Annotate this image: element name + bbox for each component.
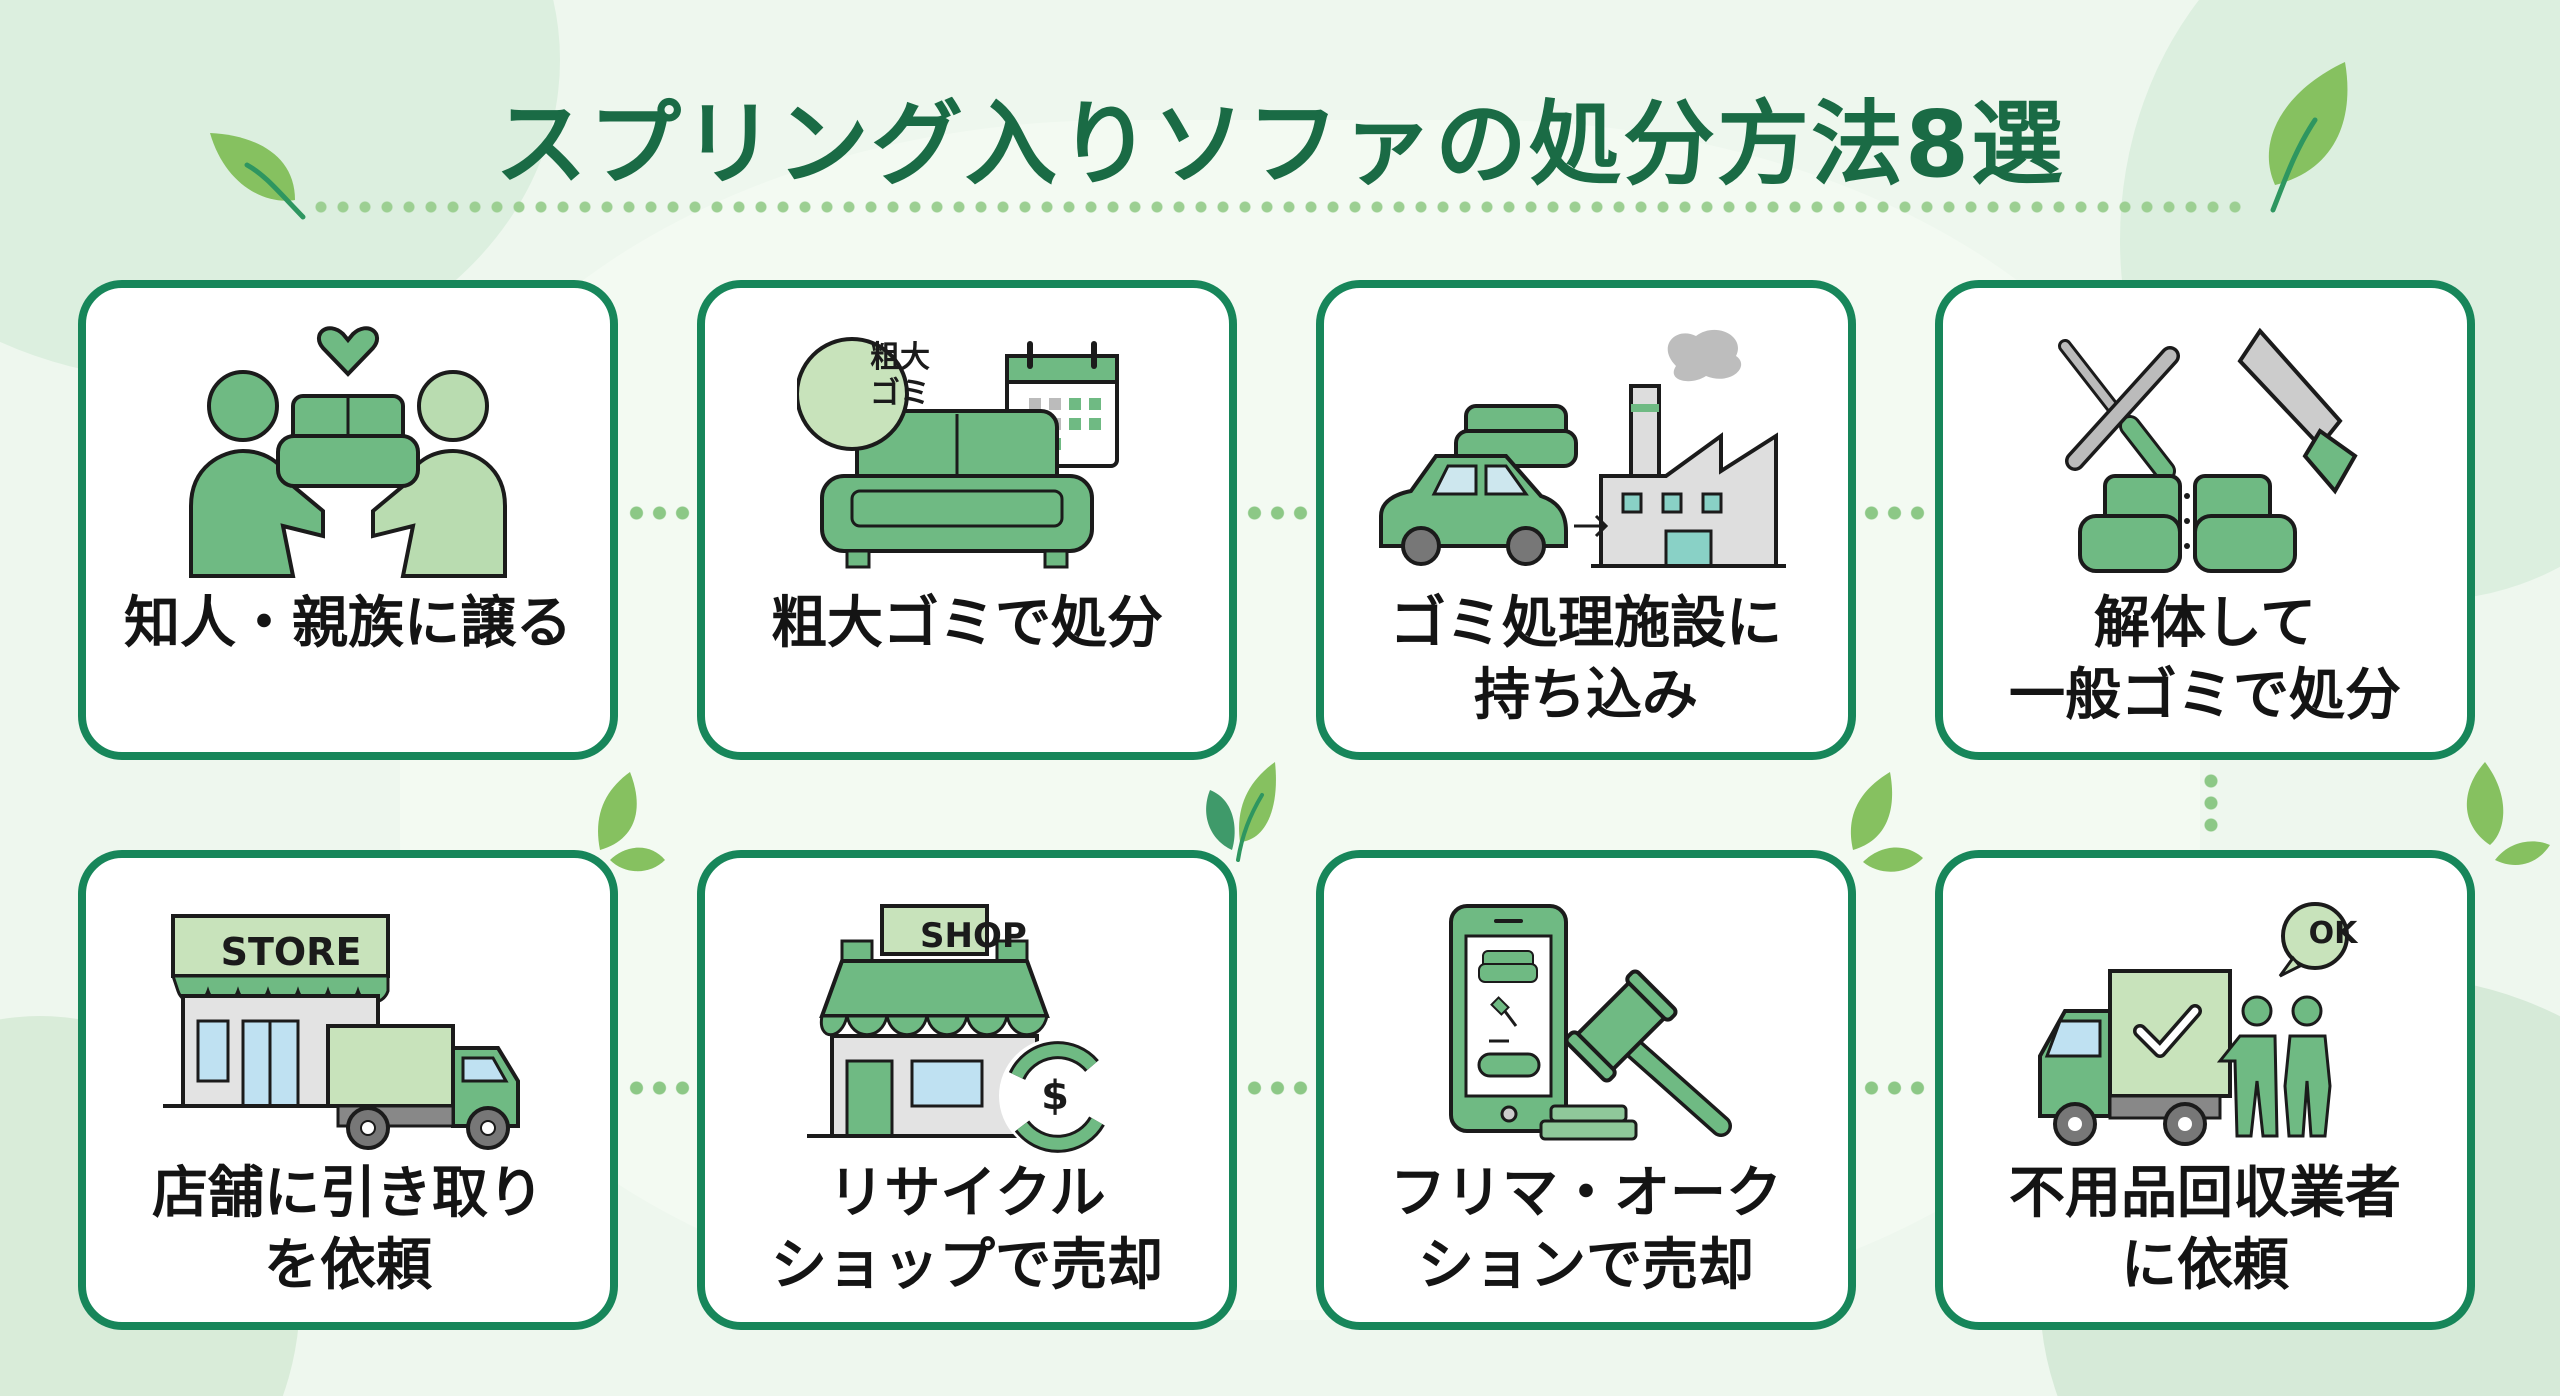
method-label-line: 解体して: [2093, 591, 2317, 656]
method-label: 知人・親族に譲る: [86, 588, 610, 660]
connector-dots: [1243, 1080, 1313, 1096]
leaf-icon: [210, 133, 306, 220]
method-card-give-to-acquaintances: 知人・親族に譲る: [78, 280, 618, 760]
method-label-line: ションで売却: [1418, 1233, 1754, 1298]
method-label-line: ショップで売却: [771, 1233, 1163, 1298]
leaf-icon: [2466, 762, 2550, 865]
people-handing-sofa-icon: [189, 326, 507, 578]
method-card-flea-auction: フリマ・オーク ションで売却: [1316, 850, 1856, 1330]
method-card-oversized-garbage: 粗大 ゴミ 粗大ゴミで処分: [697, 280, 1237, 760]
method-card-bring-to-facility: ゴミ処理施設に 持ち込み: [1316, 280, 1856, 760]
method-label: リサイクル ショップで売却: [705, 1158, 1229, 1302]
store-truck-icon: [163, 914, 520, 1150]
connector-dots: [2203, 770, 2219, 840]
connector-dots: [1860, 1080, 1930, 1096]
method-label: 店舗に引き取り を依頼: [86, 1158, 610, 1302]
method-label-line: に依頼: [2121, 1233, 2289, 1298]
method-label-line: フリマ・オーク: [1390, 1161, 1782, 1226]
oversized-garbage-badge: 粗大 ゴミ: [845, 340, 955, 412]
tools-disassembled-sofa-icon: [2058, 327, 2358, 573]
method-label: 粗大ゴミで処分: [705, 588, 1229, 660]
method-label-line: 知人・親族に譲る: [124, 591, 572, 656]
ok-speech-bubble: OK: [2308, 916, 2358, 951]
method-label: ゴミ処理施設に 持ち込み: [1324, 588, 1848, 732]
method-card-junk-removal: OK 不用品回収業者 に依頼: [1935, 850, 2475, 1330]
method-label: フリマ・オーク ションで売却: [1324, 1158, 1848, 1302]
method-card-store-pickup: STORE 店舗に引き取り を依頼: [78, 850, 618, 1330]
method-label-line: 持ち込み: [1474, 663, 1698, 728]
method-card-recycle-shop: SHOP $ リサイクル ショップで売却: [697, 850, 1237, 1330]
method-label-line: 一般ゴミで処分: [2009, 663, 2401, 728]
connector-dots: [625, 1080, 695, 1096]
connector-dots: [1860, 505, 1930, 521]
shop-money-cycle-icon: [807, 904, 1115, 1154]
sofa-with-calendar-icon: [797, 337, 1119, 569]
method-label-line: ゴミ処理施設に: [1390, 591, 1782, 656]
connector-dots: [1243, 505, 1313, 521]
method-label-line: 粗大ゴミで処分: [771, 591, 1163, 656]
page-title: スプリング入りソファの処分方法8選: [494, 91, 2065, 198]
shop-sign: SHOP: [920, 916, 1027, 956]
method-label-line: リサイクル: [828, 1161, 1106, 1226]
title-dotted-divider: [310, 200, 2250, 214]
leaf-icon: [1206, 762, 1276, 862]
method-label-line: 不用品回収業者: [2009, 1161, 2401, 1226]
leaf-icon: [598, 772, 665, 872]
truck-workers-icon: [2038, 902, 2349, 1146]
dollar-icon: $: [1041, 1073, 1069, 1119]
method-card-disassemble: 解体して 一般ゴミで処分: [1935, 280, 2475, 760]
badge-line: 粗大: [870, 340, 930, 375]
phone-auction-gavel-icon: [1449, 904, 1732, 1141]
connector-dots: [625, 505, 695, 521]
method-label: 解体して 一般ゴミで処分: [1943, 588, 2467, 732]
car-to-factory-icon: [1379, 329, 1786, 568]
method-label: 不用品回収業者 に依頼: [1943, 1158, 2467, 1302]
method-label-line: を依頼: [264, 1233, 432, 1298]
method-label-line: 店舗に引き取り: [152, 1161, 544, 1226]
store-sign: STORE: [220, 930, 362, 974]
leaf-icon: [2268, 62, 2348, 213]
badge-line: ゴミ: [870, 376, 930, 411]
leaf-icon: [1850, 772, 1923, 872]
background-panel: [400, 120, 2200, 1320]
